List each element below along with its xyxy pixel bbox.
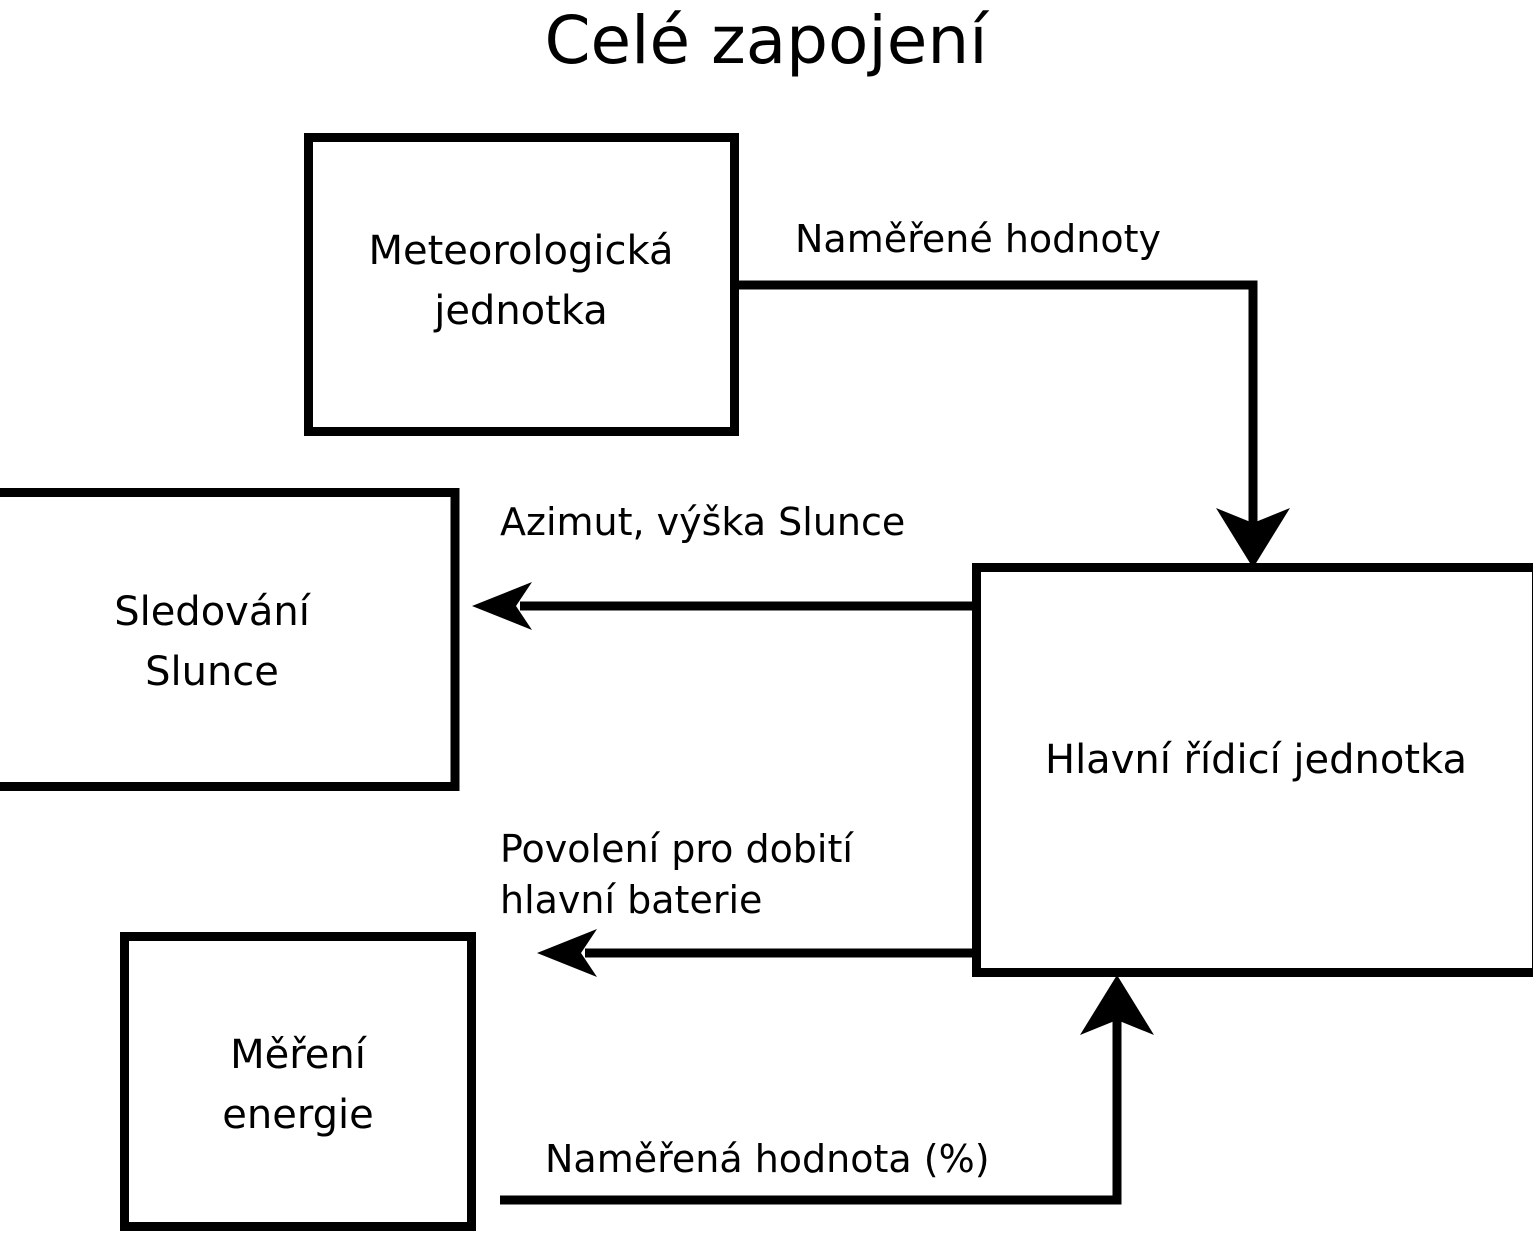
node-label-meteo-line1: Meteorologická [369,228,674,274]
edge-label-main-to-tracking: Azimut, výška Slunce [500,500,905,544]
node-label-tracking-line1: Sledování [114,589,312,635]
arrow-head-energy-to-main [1080,975,1154,1035]
node-sledovani-slunce[interactable]: Sledování Slunce [0,488,460,791]
arrow-head-main-to-energy [537,929,597,977]
node-box-tracking[interactable] [0,488,460,791]
node-hlavni-ridici-jednotka[interactable]: Hlavní řídicí jednotka [972,563,1533,977]
edge-label-main-to-energy-line2: hlavní baterie [500,878,762,922]
node-meteorologicka-jednotka[interactable]: Meteorologická jednotka [304,133,739,436]
edge-label-main-to-energy-line1: Povolení pro dobití [500,827,854,871]
arrow-head-meteo-to-main [1216,508,1290,568]
edge-energy-to-main[interactable]: Naměřená hodnota (%) [500,975,1154,1205]
node-label-energy-line2: energie [222,1092,373,1138]
edge-label-energy-to-main: Naměřená hodnota (%) [545,1137,990,1181]
node-label-main-line1: Hlavní řídicí jednotka [1045,737,1467,783]
node-label-meteo-line2: jednotka [433,288,608,334]
node-label-tracking-line2: Slunce [145,649,279,695]
edge-meteo-to-main[interactable]: Naměřené hodnoty [737,217,1290,568]
edge-label-meteo-to-main: Naměřené hodnoty [795,217,1161,261]
node-box-energy[interactable] [120,932,476,1231]
node-mereni-energie[interactable]: Měření energie [120,932,476,1231]
node-label-energy-line1: Měření [230,1032,368,1078]
arrow-head-main-to-tracking [472,582,532,630]
edge-line-energy-to-main [500,1015,1122,1205]
edge-line-meteo-to-main [737,280,1258,528]
node-box-meteo[interactable] [304,133,739,436]
node-box-main[interactable] [972,563,1533,977]
edge-main-to-energy[interactable]: Povolení pro dobití hlavní baterie [500,827,976,977]
edge-main-to-tracking[interactable]: Azimut, výška Slunce [472,500,976,630]
page-title: Celé zapojení [544,2,990,79]
